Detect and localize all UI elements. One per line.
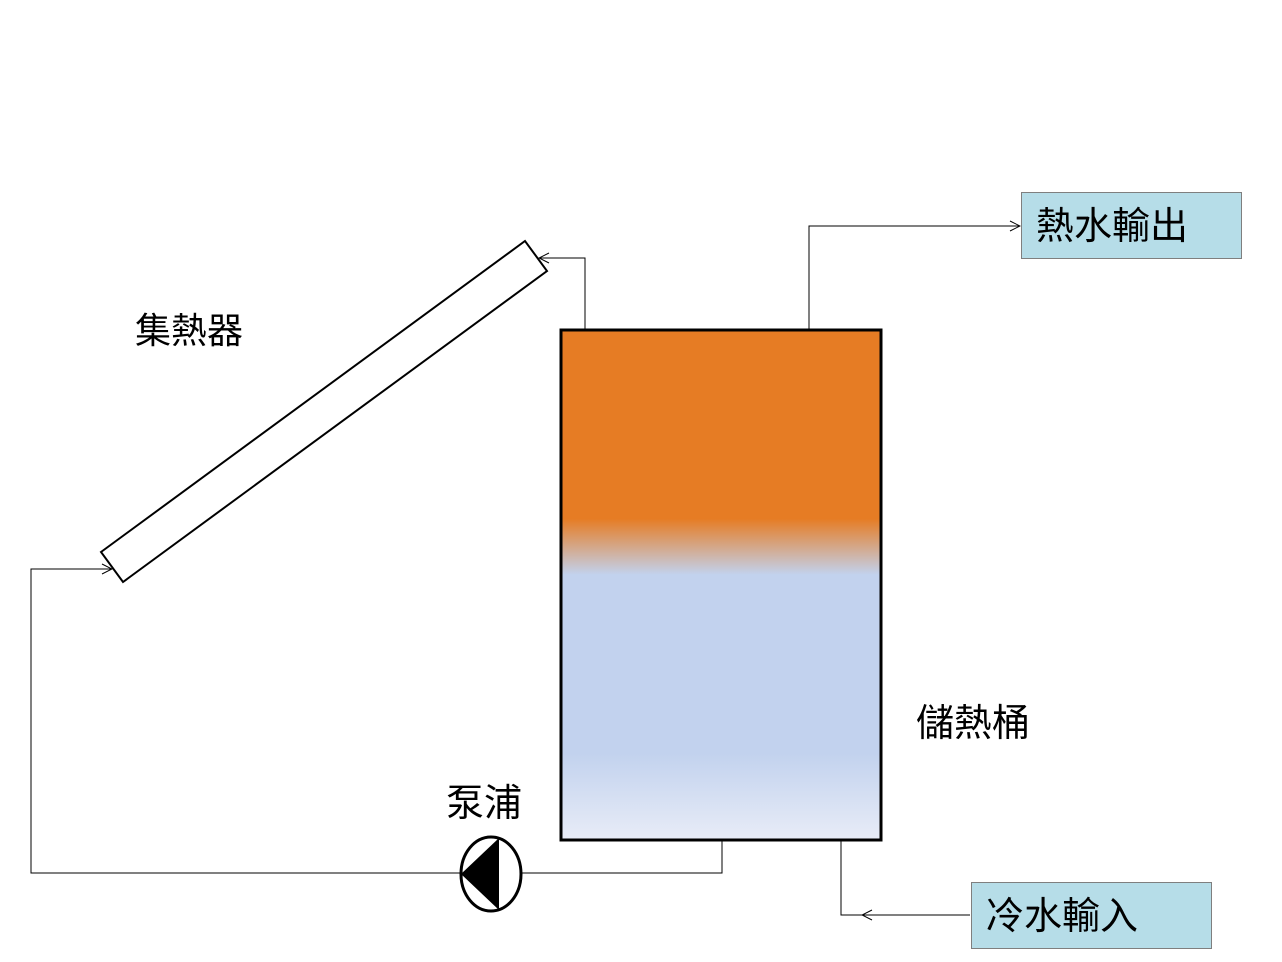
cold-water-input-label: 冷水輸入: [986, 893, 1139, 938]
pipe-tank-to-pump: [521, 840, 723, 874]
pipe-hot-water-out: [808, 226, 1020, 330]
collector-label: 集熱器: [135, 311, 244, 352]
pump-symbol: [459, 835, 523, 913]
hot-water-output-box: 熱水輸出: [1021, 192, 1242, 259]
pump-label: 泵浦: [446, 781, 523, 825]
pipe-pump-to-collector: [30, 569, 460, 874]
cold-water-input-box: 冷水輸入: [971, 882, 1212, 949]
pipe-cold-water-in: [840, 841, 970, 916]
storage-tank: [559, 328, 883, 842]
storage-tank-label: 儲熱桶: [916, 701, 1031, 745]
solar-collector-panel: [99, 239, 549, 584]
pipe-tank-to-collector: [539, 258, 586, 330]
hot-water-output-label: 熱水輸出: [1036, 203, 1189, 248]
